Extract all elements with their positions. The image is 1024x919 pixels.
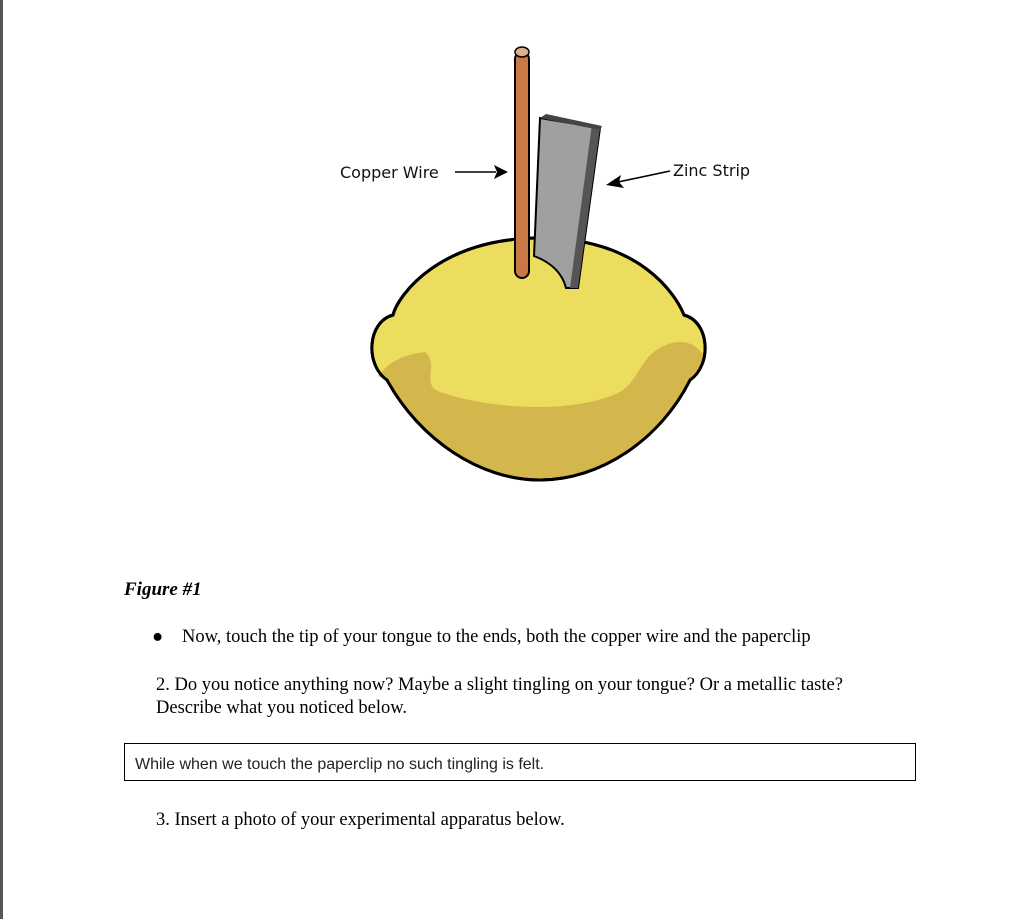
zinc-arrow — [606, 170, 671, 188]
question-2: 2. Do you notice anything now? Maybe a s… — [156, 675, 843, 718]
question-3: 3. Insert a photo of your experimental a… — [156, 810, 565, 830]
copper-wire-shape — [514, 46, 530, 279]
zinc-strip-shape — [532, 114, 602, 289]
instruction-bullet: ● Now, touch the tip of your tongue to th… — [152, 627, 811, 648]
copper-arrow — [455, 165, 508, 179]
bullet-text: Now, touch the tip of your tongue to the… — [182, 627, 811, 647]
answer-field[interactable]: While when we touch the paperclip no suc… — [124, 743, 916, 781]
zinc-strip-label: Zinc Strip — [673, 161, 751, 180]
lemon-battery-figure — [370, 46, 707, 482]
lemon-illustration — [370, 236, 707, 482]
bullet-icon: ● — [152, 627, 164, 647]
figure-caption: Figure #1 — [124, 579, 202, 600]
copper-wire-label: Copper Wire — [340, 163, 439, 182]
page-left-border — [0, 0, 3, 919]
